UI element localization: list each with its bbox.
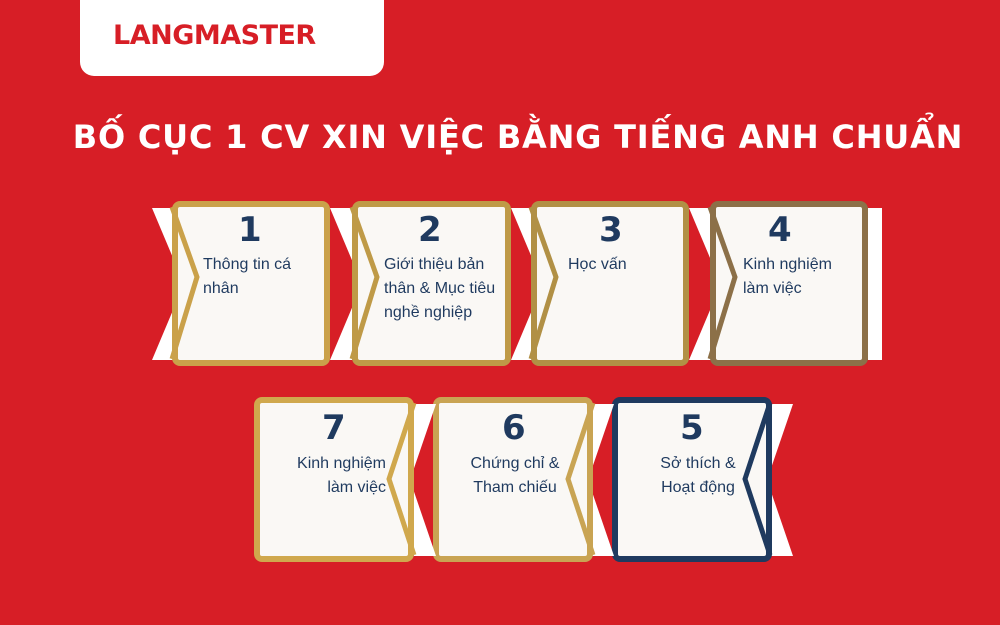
step-label: Thông tin cá nhân (203, 256, 292, 297)
step-card (352, 201, 511, 366)
page-title: BỐ CỤC 1 CV XIN VIỆC BẰNG TIẾNG ANH CHUẨ… (72, 118, 964, 156)
step-card (172, 201, 330, 366)
step-number: 5 (680, 408, 704, 448)
row-end-tail (868, 208, 882, 360)
step-number: 4 (768, 210, 792, 250)
step-label: Chứng chỉ & Tham chiếu (470, 455, 560, 496)
step-label: Sở thích & Hoạt động (660, 455, 736, 496)
step-card (531, 201, 689, 366)
step-label: Kinh nghiệm làm việc (297, 455, 386, 496)
card-notch (169, 207, 200, 359)
step-label: Học vấn (568, 256, 627, 273)
step-number: 3 (599, 210, 623, 250)
card-notch (386, 403, 417, 555)
step-number: 6 (502, 408, 526, 448)
card-notch (565, 403, 596, 555)
brand-logo: LANGMASTER (113, 20, 316, 51)
step-number: 2 (418, 210, 442, 250)
step-label: Kinh nghiệm làm việc (743, 256, 832, 297)
card-notch (528, 207, 559, 359)
logo-card (80, 0, 384, 76)
step-number: 1 (238, 210, 262, 250)
step-card (254, 397, 414, 562)
card-notch (349, 207, 380, 359)
step-label: Giới thiệu bản thân & Mục tiêu nghề nghi… (384, 256, 496, 321)
step-number: 7 (322, 408, 346, 448)
card-notch (707, 207, 738, 359)
step-card (710, 201, 868, 366)
card-notch (742, 403, 773, 555)
